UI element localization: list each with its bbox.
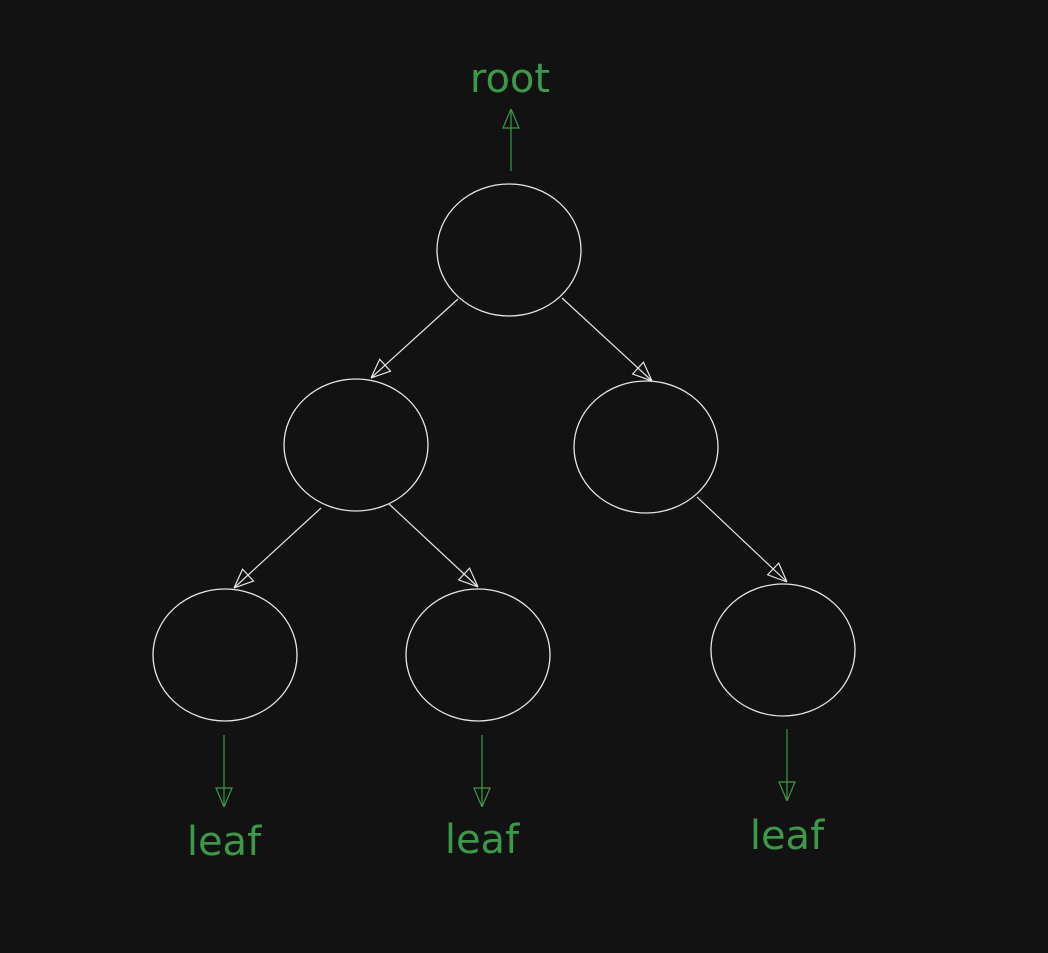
node-left (283, 378, 429, 512)
leaf-label-1: leaf (187, 819, 262, 865)
tree-edges (234, 297, 787, 588)
node-root (436, 183, 582, 317)
edge-root-left (371, 298, 459, 378)
node-right (573, 380, 719, 514)
node-leaf-2 (405, 588, 551, 722)
edge-right-leaf-3 (696, 496, 787, 582)
tree-nodes (152, 183, 856, 722)
edge-root-right (561, 297, 652, 381)
leaf-label-3: leaf (750, 813, 825, 859)
label-arrows (224, 109, 787, 807)
node-leaf-3 (710, 583, 856, 717)
node-leaf-1 (152, 588, 298, 722)
edge-left-leaf-1 (234, 507, 322, 588)
edge-left-leaf-2 (388, 503, 478, 587)
labels: root leaf leaf leaf (187, 56, 825, 865)
root-label: root (470, 56, 550, 102)
leaf-label-2: leaf (445, 817, 520, 863)
